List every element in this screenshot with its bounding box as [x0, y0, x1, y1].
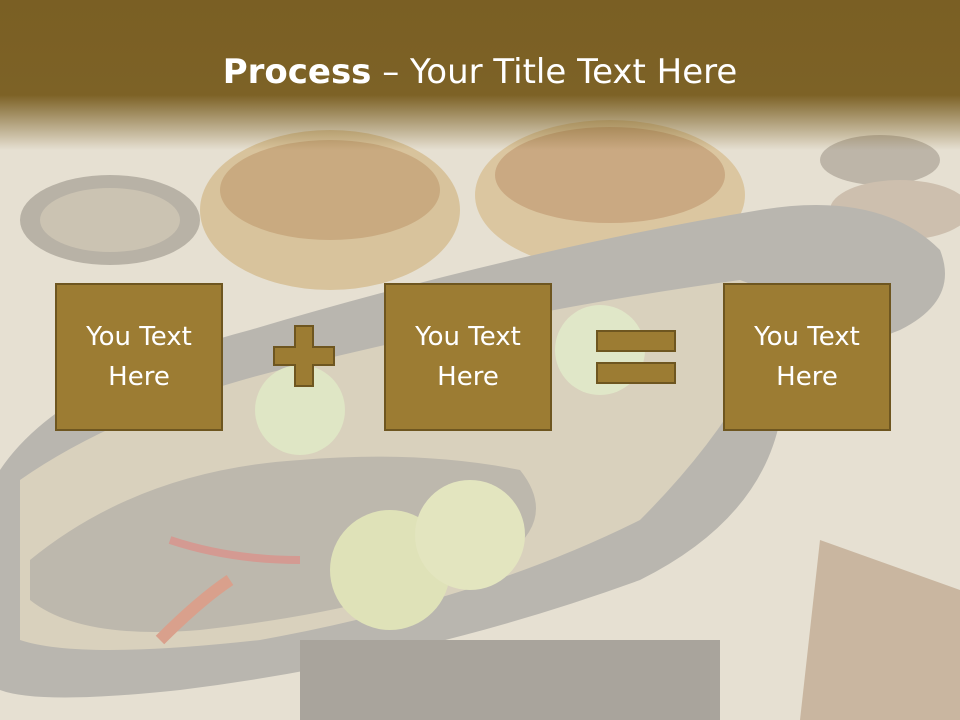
process-box-2-text: You Text Here	[415, 322, 521, 392]
process-box-3-text: You Text Here	[754, 322, 860, 392]
process-box-1-text: You Text Here	[86, 322, 192, 392]
slide-title-rest: – Your Title Text Here	[371, 52, 738, 92]
process-box-2[interactable]: You Text Here	[384, 283, 552, 431]
slide-title: Process – Your Title Text Here	[0, 52, 960, 92]
process-box-3[interactable]: You Text Here	[723, 283, 891, 431]
process-box-1[interactable]: You Text Here	[55, 283, 223, 431]
title-bar: Process – Your Title Text Here	[0, 0, 960, 150]
slide-title-bold: Process	[222, 52, 372, 92]
plus-icon	[273, 325, 335, 387]
equals-icon	[596, 330, 676, 384]
